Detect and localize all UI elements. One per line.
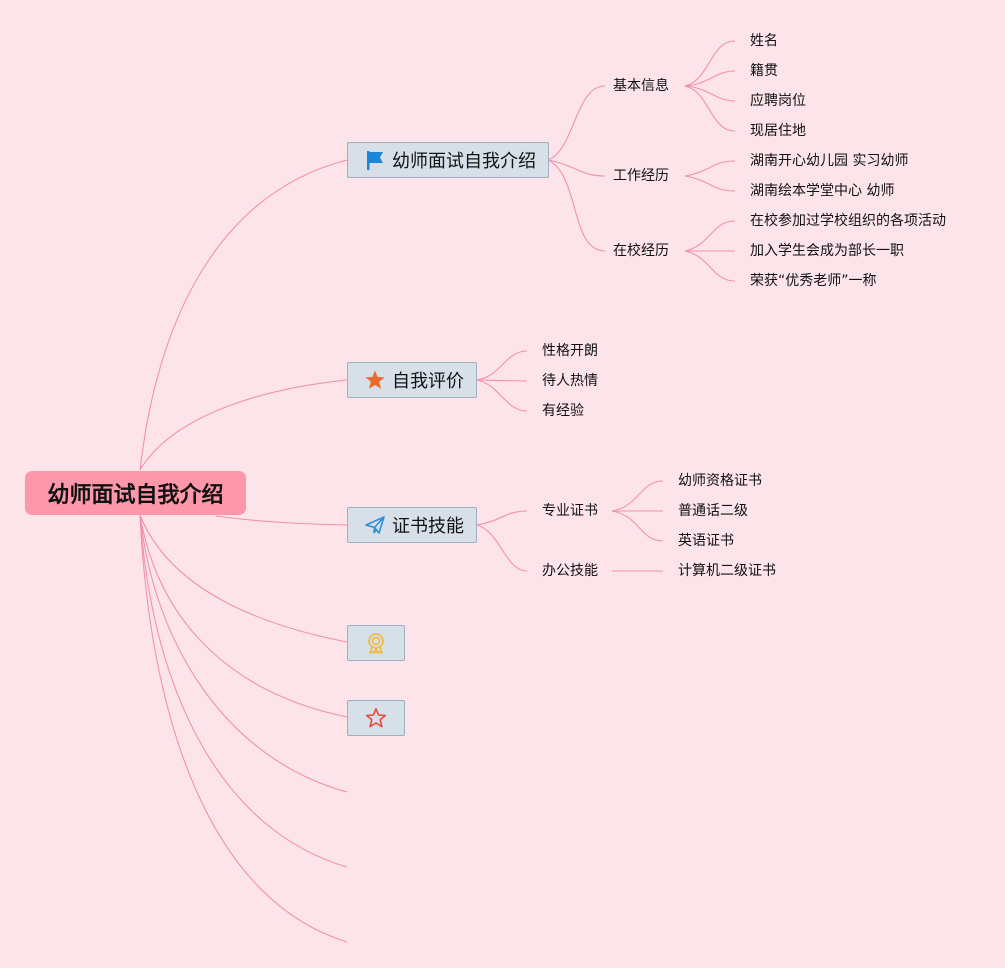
leaf-name[interactable]: 姓名	[750, 33, 778, 49]
leaf-school-2[interactable]: 加入学生会成为部长一职	[750, 243, 904, 259]
leaf-cert-2[interactable]: 普通话二级	[678, 503, 748, 519]
main-topic-medal[interactable]	[347, 625, 405, 661]
leaf-cert-3[interactable]: 英语证书	[678, 533, 734, 549]
main-topic-self-evaluation[interactable]: 自我评价	[347, 362, 477, 398]
leaf-school-3[interactable]: 荣获“优秀老师”一称	[750, 273, 877, 289]
root-topic-label: 幼师面试自我介绍	[47, 483, 224, 508]
subtopic-professional-certs[interactable]: 专业证书	[542, 503, 598, 519]
main-topic-label: 证书技能	[392, 516, 464, 537]
subtopic-work-experience[interactable]: 工作经历	[613, 168, 669, 184]
main-topic-star-outline[interactable]	[347, 700, 405, 736]
leaf-cert-1[interactable]: 幼师资格证书	[678, 473, 762, 489]
leaf-trait-2[interactable]: 待人热情	[542, 373, 598, 389]
flag-icon	[367, 151, 383, 170]
leaf-position[interactable]: 应聘岗位	[750, 93, 806, 109]
leaf-job-1[interactable]: 湖南开心幼儿园 实习幼师	[750, 153, 909, 169]
subtopic-school-experience[interactable]: 在校经历	[613, 243, 669, 259]
paper-plane-icon	[365, 516, 385, 534]
main-topic-intro[interactable]: 幼师面试自我介绍	[347, 142, 549, 178]
leaf-residence[interactable]: 现居住地	[750, 123, 806, 139]
leaf-hometown[interactable]: 籍贯	[750, 63, 778, 79]
main-topic-certificates[interactable]: 证书技能	[347, 507, 477, 543]
leaf-trait-1[interactable]: 性格开朗	[542, 343, 598, 359]
main-topic-label: 幼师面试自我介绍	[392, 151, 536, 172]
leaf-trait-3[interactable]: 有经验	[542, 403, 584, 419]
leaf-office-1[interactable]: 计算机二级证书	[678, 563, 776, 579]
subtopic-office-skills[interactable]: 办公技能	[542, 563, 598, 579]
star-outline-icon	[365, 708, 387, 728]
root-topic[interactable]: 幼师面试自我介绍	[25, 471, 246, 515]
main-topic-label: 自我评价	[392, 371, 464, 392]
leaf-school-1[interactable]: 在校参加过学校组织的各项活动	[750, 213, 946, 229]
medal-icon	[368, 633, 384, 654]
leaf-job-2[interactable]: 湖南绘本学堂中心 幼师	[750, 183, 895, 199]
star-icon	[365, 370, 385, 389]
subtopic-basic-info[interactable]: 基本信息	[613, 78, 669, 94]
